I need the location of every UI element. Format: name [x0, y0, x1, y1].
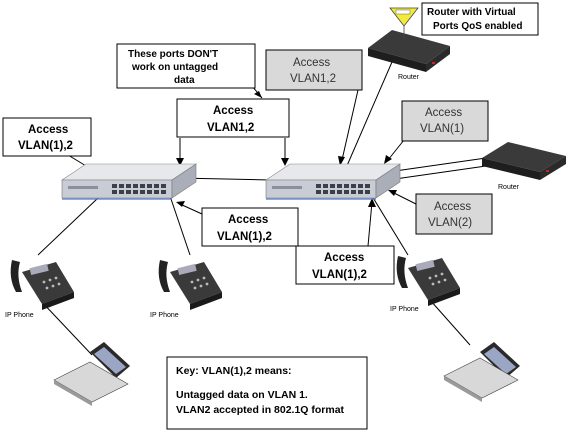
arrowhead — [338, 156, 345, 166]
untagged-callout-line2: work on untagged — [131, 62, 218, 73]
access-center-top-line1: Access — [213, 105, 253, 117]
access-center-bottom-line1: Access — [228, 214, 268, 226]
access-label-center-bottom: Access VLAN(1),2 — [201, 207, 299, 247]
key-line1: Untagged data on VLAN 1. — [176, 389, 308, 401]
access-upper-grey-line2: VLAN1,2 — [290, 73, 336, 85]
access-right-grey-bottom-line1: Access — [434, 201, 471, 213]
access-right-grey-bottom-line2: VLAN(2) — [428, 217, 472, 229]
access-label-left-top: Access VLAN(1),2 — [2, 117, 92, 157]
access-right-bottom-line1: Access — [324, 252, 364, 264]
access-label-upper-grey: Access VLAN1,2 — [265, 49, 363, 91]
arrowhead — [384, 155, 392, 164]
left-switch-to-center-phone-link — [169, 195, 191, 256]
router-right — [482, 142, 566, 180]
router-qos-callout: Router with Virtual Ports QoS enabled — [389, 2, 539, 40]
ip-phone-left-label: IP Phone — [5, 312, 34, 319]
right-switch-to-phone-link — [371, 195, 409, 256]
switch-right — [265, 163, 401, 200]
key-box: Key: VLAN(1),2 means: Untagged data on V… — [166, 356, 368, 430]
pointer-center-bottom — [179, 203, 203, 215]
access-left-top-line1: Access — [28, 124, 68, 136]
access-center-bottom-line2: VLAN(1),2 — [217, 231, 272, 243]
access-right-bottom-line2: VLAN(1),2 — [312, 269, 367, 281]
router-callout-line1: Router with Virtual — [427, 7, 516, 18]
right-switch-to-router-link-a — [387, 157, 487, 173]
access-upper-grey-line1: Access — [293, 57, 330, 69]
access-right-grey-top-line2: VLAN(1) — [420, 123, 464, 135]
right-phone-to-laptop-link — [429, 299, 471, 346]
untagged-callout-line3: data — [174, 75, 195, 86]
left-switch-to-phone-link — [37, 197, 99, 256]
laptop-right — [443, 342, 520, 402]
left-phone-to-laptop-link — [39, 299, 93, 356]
key-line2: VLAN2 accepted in 802.1Q format — [176, 404, 345, 416]
arrowhead — [388, 190, 397, 196]
ip-phone-right — [396, 256, 460, 306]
arrowhead — [368, 198, 376, 207]
connection-lines — [37, 61, 487, 356]
router-right-label: Router — [498, 184, 520, 191]
key-title: Key: VLAN(1),2 means: — [176, 365, 292, 377]
access-label-right-grey-bottom: Access VLAN(2) — [415, 193, 493, 235]
right-switch-to-top-router-link — [345, 61, 393, 169]
access-center-top-line2: VLAN1,2 — [207, 122, 254, 134]
switch-left — [61, 163, 197, 200]
arrowhead — [176, 201, 185, 207]
router-top — [368, 30, 450, 72]
access-label-right-bottom: Access VLAN(1),2 — [295, 245, 395, 285]
right-switch-to-router-link-b — [387, 165, 487, 181]
access-right-grey-top-line1: Access — [425, 107, 462, 119]
untagged-callout: These ports DON'T work on untagged data — [116, 43, 256, 89]
arrowhead — [281, 158, 289, 166]
ip-phone-center — [158, 260, 222, 310]
pointer-right-bottom — [367, 201, 373, 247]
ip-phone-left — [10, 260, 74, 310]
ip-phone-center-label: IP Phone — [150, 312, 179, 319]
access-label-right-grey-top: Access VLAN(1) — [401, 100, 489, 142]
pointer-right-grey-top — [387, 139, 405, 161]
pointer-right-grey-bottom — [391, 191, 419, 206]
router-callout-line2: Ports QoS enabled — [433, 21, 522, 32]
untagged-callout-line1: These ports DON'T — [128, 49, 218, 60]
access-label-center-top: Access VLAN1,2 — [176, 98, 290, 138]
ip-phone-right-label: IP Phone — [390, 306, 419, 313]
pointer-upper-grey — [341, 89, 359, 161]
router-top-label: Router — [398, 74, 420, 81]
arrowhead — [254, 91, 262, 98]
laptop-left — [53, 342, 130, 406]
pointer-lines — [67, 85, 419, 247]
access-left-top-line2: VLAN(1),2 — [18, 140, 73, 152]
arrowhead — [176, 158, 184, 166]
